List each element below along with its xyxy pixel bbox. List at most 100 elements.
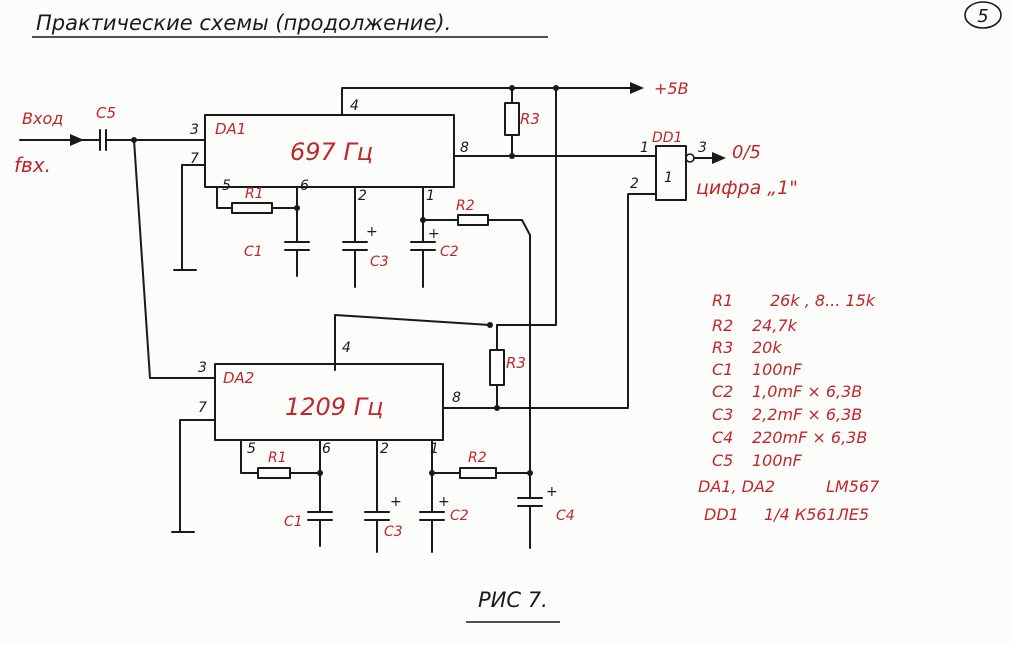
component-value: 20k — [752, 338, 782, 357]
dd1-input2-wire — [496, 193, 657, 409]
da2-r2-label: R2 — [468, 450, 487, 466]
da2-c4-label: C4 — [556, 508, 575, 524]
da2-pin7: 7 — [198, 400, 207, 416]
component-ref: C4 — [712, 428, 733, 447]
da2-c1-label: C1 — [284, 514, 303, 530]
ic-da2-name: DA2 — [223, 369, 254, 387]
da2-input-wire — [133, 139, 216, 379]
da2-pin6: 6 — [322, 441, 331, 457]
da2-r1-label: R1 — [268, 450, 287, 466]
ic-da1-body — [204, 114, 455, 188]
component-value: 2,2mF × 6,3В — [752, 405, 862, 424]
da2-pin8: 8 — [452, 390, 461, 406]
da1-pin6: 6 — [300, 178, 309, 194]
da1-pin4: 4 — [350, 98, 359, 114]
c5-label: C5 — [96, 104, 116, 122]
page-title: Практические схемы (продолжение). — [36, 11, 451, 35]
da2-pin5: 5 — [247, 441, 256, 457]
da2-pin4: 4 — [342, 340, 351, 356]
junction-da1-r1 — [294, 205, 300, 211]
dd1-pin3: 3 — [698, 140, 707, 156]
r3-top-label: R3 — [520, 110, 540, 128]
da1-pin3: 3 — [190, 122, 199, 138]
da2-pin7-wire — [179, 419, 216, 533]
r3-bottom-label: R3 — [506, 354, 526, 372]
dd1-inner-label: 1 — [664, 170, 673, 186]
da1-pin1: 1 — [426, 188, 435, 204]
page-number: 5 — [977, 6, 988, 27]
component-value: 26k , 8... 15k — [770, 291, 876, 310]
component-value: LM567 — [826, 477, 880, 496]
da1-r2-lead-b — [487, 219, 531, 499]
output-arrow-icon — [712, 152, 726, 164]
supply-arrow-icon — [630, 82, 644, 94]
input-label: Вход — [22, 109, 63, 128]
supply-down-wire — [496, 87, 557, 326]
da1-pin7-wire — [181, 164, 206, 271]
da2-pin1: 1 — [430, 441, 439, 457]
da2-pin2: 2 — [380, 441, 389, 457]
da2-r2-body — [459, 467, 497, 479]
component-ref: C3 — [712, 405, 733, 424]
component-value: 100nF — [752, 451, 803, 470]
figure-caption: РИС 7. — [478, 588, 548, 612]
supply-label: +5В — [654, 79, 689, 98]
da2-pin5-wire — [240, 439, 259, 474]
ic-da1-name: DA1 — [215, 120, 246, 138]
da2-c3-label: C3 — [384, 524, 403, 540]
dd1-pin2: 2 — [630, 176, 639, 192]
da2-c4-polarity: + — [546, 484, 558, 500]
component-ref: DD1 — [704, 505, 739, 524]
supply-wire — [341, 87, 641, 116]
component-ref: C5 — [712, 451, 733, 470]
da1-pin8: 8 — [460, 140, 469, 156]
component-ref: DA1, DA2 — [698, 477, 775, 496]
da1-r2-body — [457, 214, 489, 226]
component-value: 220mF × 6,3В — [752, 428, 867, 447]
da2-pin3: 3 — [198, 360, 207, 376]
da1-r2-label: R2 — [456, 198, 475, 214]
junction-da2-r1 — [317, 470, 323, 476]
ic-da2-body — [214, 363, 444, 441]
dd1-inversion-bubble — [685, 153, 695, 163]
r3-bottom-body — [489, 349, 505, 386]
dd1-pin1: 1 — [640, 140, 649, 156]
output-digit: цифра „1" — [696, 177, 798, 199]
da2-c2-polarity: + — [438, 494, 450, 510]
input-signal-label: fвх. — [14, 153, 51, 177]
output-level: 0/5 — [732, 142, 761, 163]
dd1-label: DD1 — [652, 130, 682, 146]
component-value: 100nF — [752, 360, 803, 379]
da2-r1-body — [257, 467, 291, 479]
component-list: R1 26k , 8... 15k R2 24,7k R3 20k C1 100… — [698, 291, 880, 524]
da2-c3-polarity: + — [390, 494, 402, 510]
component-ref: R3 — [712, 338, 733, 357]
da2-supply-wire — [334, 314, 491, 371]
component-ref: R2 — [712, 316, 733, 335]
da1-c2-label: C2 — [440, 244, 459, 260]
da1-pin5: 5 — [222, 178, 231, 194]
ic-da2-frequency: 1209 Гц — [285, 393, 383, 421]
da1-r1-body — [231, 202, 273, 214]
da1-c3-polarity: + — [366, 224, 378, 240]
da1-pin7: 7 — [190, 151, 199, 167]
component-value: 1,0mF × 6,3В — [752, 382, 862, 401]
component-value: 1/4 К561ЛЕ5 — [764, 505, 869, 524]
da1-r1-label: R1 — [245, 186, 264, 202]
da1-pin5-wire — [216, 186, 233, 209]
da1-pin2: 2 — [358, 188, 367, 204]
page-number-circle — [964, 1, 1002, 29]
da1-c3-label: C3 — [370, 254, 389, 270]
junction-da2-out — [494, 405, 500, 411]
input-arrow-icon — [70, 134, 84, 146]
dd1-body — [655, 145, 687, 201]
ic-da1-frequency: 697 Гц — [290, 138, 373, 166]
r3-top-body — [504, 102, 520, 136]
da1-c2-polarity: + — [428, 226, 440, 242]
da2-c2-label: C2 — [450, 508, 469, 524]
da1-c1-label: C1 — [244, 244, 263, 260]
junction-da2-c4 — [527, 470, 533, 476]
junction-da1-out — [509, 153, 515, 159]
